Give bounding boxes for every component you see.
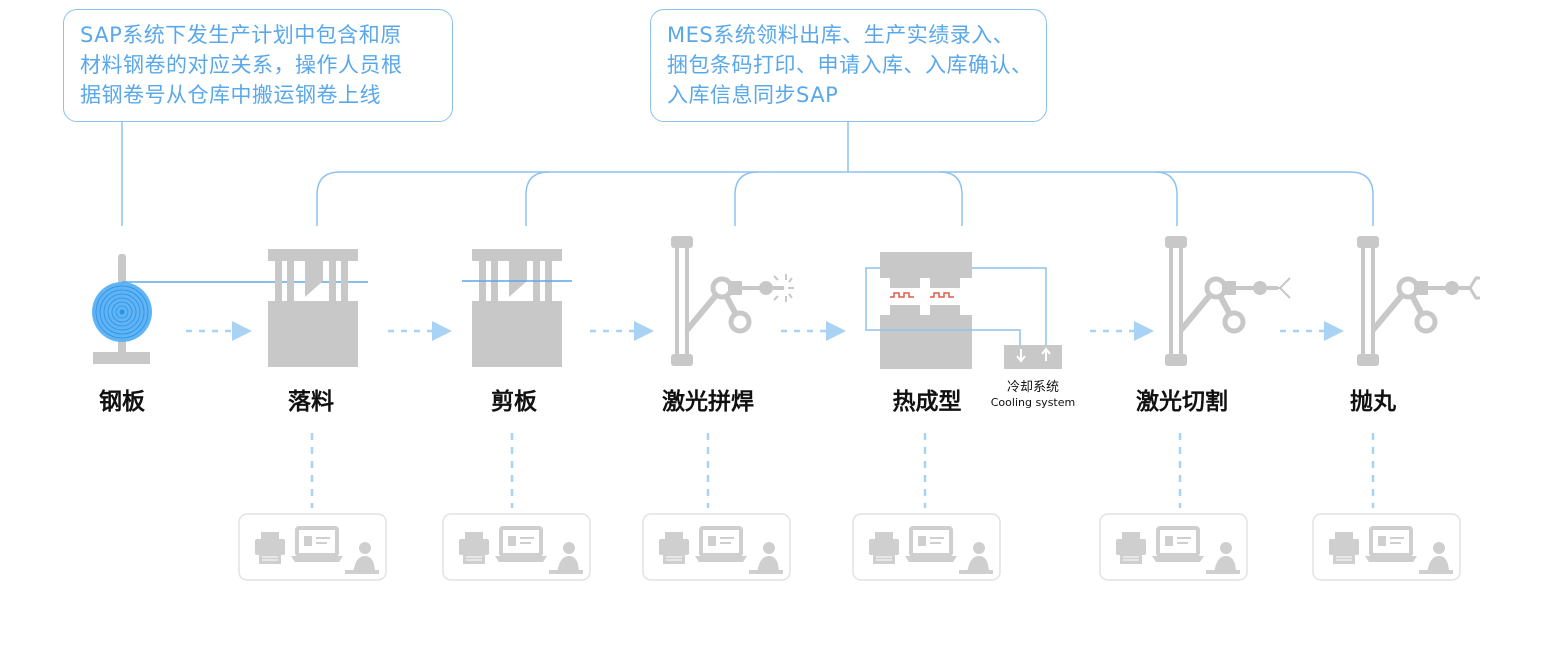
press-machine-icon bbox=[472, 249, 562, 367]
callout-line: SAP系统下发生产计划中包含和原 bbox=[80, 23, 402, 47]
steel-coil-icon bbox=[92, 254, 152, 364]
workstation-links bbox=[310, 433, 1375, 508]
workstation-icon bbox=[851, 512, 1002, 582]
mes-callout: MES系统领料出库、生产实绩录入、 捆包条码打印、申请入库、入库确认、 入库信息… bbox=[650, 9, 1047, 122]
press-machine-icon bbox=[268, 249, 358, 367]
callout-line: 入库信息同步SAP bbox=[667, 83, 839, 107]
workstation-icon bbox=[237, 512, 388, 582]
stage-label-blanking: 落料 bbox=[288, 389, 334, 415]
mes-bracket bbox=[316, 122, 1374, 226]
cooling-unit-icon bbox=[1004, 345, 1062, 369]
stage-label-hot-forming: 热成型 bbox=[892, 389, 962, 415]
callout-line: 捆包条码打印、申请入库、入库确认、 bbox=[667, 53, 1033, 77]
stage-label-laser-welding: 激光拼焊 bbox=[662, 389, 754, 415]
sap-callout: SAP系统下发生产计划中包含和原 材料钢卷的对应关系，操作人员根 据钢卷号从仓库… bbox=[63, 9, 453, 122]
workstation-icon bbox=[1311, 512, 1462, 582]
stage-label-laser-cutting: 激光切割 bbox=[1136, 389, 1228, 415]
workstation-icon bbox=[441, 512, 592, 582]
cooling-label-cn: 冷却系统 bbox=[1006, 380, 1059, 395]
stage-label-shot-blasting: 抛丸 bbox=[1350, 389, 1396, 415]
welding-robot-icon bbox=[671, 236, 794, 366]
stage-label-shearing: 剪板 bbox=[491, 389, 537, 415]
workstation-icon bbox=[641, 512, 792, 582]
cooling-label-en: Cooling system bbox=[990, 396, 1076, 409]
gripper-robot-icon bbox=[1357, 236, 1480, 366]
callout-line: 材料钢卷的对应关系，操作人员根 bbox=[80, 53, 403, 77]
callout-line: MES系统领料出库、生产实绩录入、 bbox=[667, 23, 1015, 47]
workstation-icon bbox=[1098, 512, 1249, 582]
callout-line: 据钢卷号从仓库中搬运钢卷上线 bbox=[80, 83, 381, 107]
cooling-system-label: 冷却系统 Cooling system bbox=[983, 380, 1083, 409]
stage-label-steel-plate: 钢板 bbox=[99, 389, 145, 415]
cutting-robot-icon bbox=[1165, 236, 1291, 366]
hot-forming-press-icon bbox=[865, 252, 1047, 369]
